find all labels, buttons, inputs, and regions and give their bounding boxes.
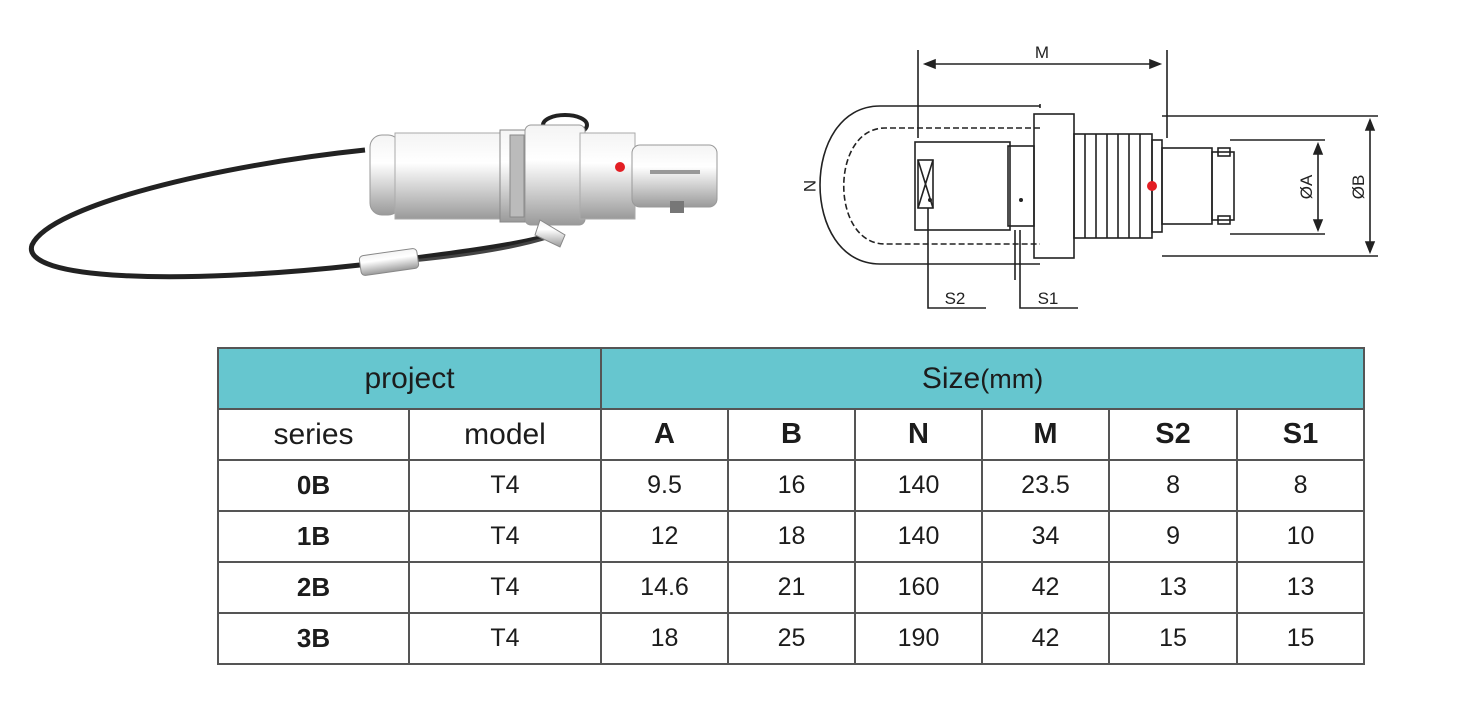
cell-m: 34	[981, 510, 1111, 563]
dim-label-n: N	[800, 180, 819, 192]
dim-label-m: M	[1035, 43, 1049, 62]
cell-n: 190	[854, 612, 984, 665]
cell-model: T4	[407, 612, 603, 665]
table-row: 1B T4 12 18 140 34 9 10	[217, 510, 1366, 563]
column-header-row: series model A B N M S2 S1	[217, 408, 1366, 461]
cell-s1: 15	[1236, 612, 1366, 665]
col-header-s1: S1	[1236, 408, 1366, 461]
cell-s1: 10	[1236, 510, 1366, 563]
col-header-n: N	[854, 408, 984, 461]
cell-s2: 15	[1108, 612, 1239, 665]
technical-drawing: M N ØA ØB S2 S1	[800, 43, 1378, 309]
cell-s1: 13	[1236, 561, 1366, 614]
connector-photo	[28, 113, 718, 280]
cell-n: 140	[854, 459, 984, 512]
cell-a: 18	[600, 612, 730, 665]
header-size-label: Size	[921, 361, 981, 395]
cell-model: T4	[407, 459, 603, 512]
cell-s1: 8	[1236, 459, 1366, 512]
cell-s2: 9	[1108, 510, 1239, 563]
cell-series: 3B	[217, 612, 410, 665]
cell-b: 25	[727, 612, 857, 665]
cell-a: 12	[600, 510, 730, 563]
cell-m: 23.5	[981, 459, 1111, 512]
cell-m: 42	[981, 561, 1111, 614]
dim-label-s1: S1	[1038, 289, 1059, 308]
cell-b: 18	[727, 510, 857, 563]
col-header-a: A	[600, 408, 730, 461]
col-header-model: model	[407, 408, 603, 461]
table-row: 3B T4 18 25 190 42 15 15	[217, 612, 1366, 665]
header-project: project	[216, 347, 603, 410]
cell-s2: 13	[1108, 561, 1239, 614]
cell-series: 0B	[217, 459, 410, 512]
table-row: 0B T4 9.5 16 140 23.5 8 8	[217, 459, 1366, 512]
header-size: Size(mm)	[600, 347, 1366, 410]
cell-a: 9.5	[600, 459, 730, 512]
dim-label-dia-a: ØA	[1297, 174, 1316, 199]
spec-table: project Size(mm) series model A B N M S2…	[216, 347, 1366, 665]
col-header-series: series	[217, 408, 410, 461]
dim-label-s2: S2	[945, 289, 966, 308]
cell-n: 160	[854, 561, 984, 614]
header-row: project Size(mm)	[216, 347, 1366, 410]
dim-label-dia-b: ØB	[1349, 175, 1368, 200]
cell-a: 14.6	[600, 561, 730, 614]
cell-n: 140	[854, 510, 984, 563]
col-header-b: B	[727, 408, 857, 461]
cell-b: 21	[727, 561, 857, 614]
cell-series: 2B	[217, 561, 410, 614]
cell-b: 16	[727, 459, 857, 512]
cell-m: 42	[981, 612, 1111, 665]
table-row: 2B T4 14.6 21 160 42 13 13	[217, 561, 1366, 614]
cell-series: 1B	[217, 510, 410, 563]
cell-model: T4	[407, 510, 603, 563]
cell-model: T4	[407, 561, 603, 614]
col-header-s2: S2	[1108, 408, 1239, 461]
col-header-m: M	[981, 408, 1111, 461]
header-size-unit: (mm)	[980, 363, 1044, 394]
cell-s2: 8	[1108, 459, 1239, 512]
